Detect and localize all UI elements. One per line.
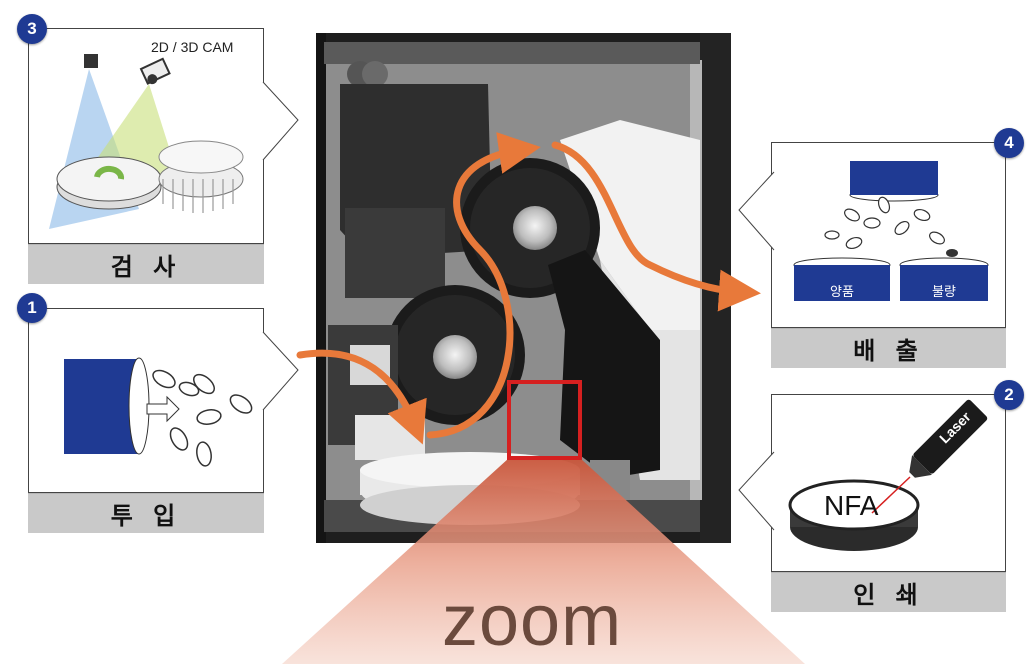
output-chute-icon <box>850 161 938 195</box>
badge-3: 3 <box>17 14 47 44</box>
machine-housing <box>316 33 731 543</box>
input-panel <box>28 308 264 493</box>
badge-1: 1 <box>17 293 47 323</box>
input-caption: 투 입 <box>28 493 264 533</box>
output-caption: 배 출 <box>771 328 1006 368</box>
zoom-box <box>507 380 582 460</box>
inspection-pointer <box>262 81 299 161</box>
camera-2d-icon <box>84 54 98 68</box>
good-label: 양품 <box>830 285 854 300</box>
output-pointer <box>738 171 775 251</box>
inspection-panel: 2D / 3D CAM <box>28 28 264 244</box>
output-panel: 양품 불량 <box>771 142 1006 328</box>
badge-2: 2 <box>994 380 1024 410</box>
print-illustration <box>788 399 988 551</box>
bad-label: 불량 <box>932 285 956 300</box>
flow-arrows <box>296 132 761 445</box>
zoom-beam <box>282 458 805 664</box>
inspection-caption: 검 사 <box>28 244 264 284</box>
laser-pen-icon <box>909 399 988 478</box>
input-illustration <box>64 357 253 467</box>
good-bin-icon <box>794 265 890 301</box>
print-panel: NFA Laser <box>771 394 1006 572</box>
input-pointer <box>262 331 299 411</box>
print-pointer <box>738 451 775 531</box>
output-illustration <box>793 161 989 301</box>
hopper-icon <box>64 359 139 454</box>
cam-label: 2D / 3D CAM <box>151 39 234 55</box>
bad-bin-icon <box>900 265 988 301</box>
zoom-label: zoom <box>442 581 623 661</box>
inspection-illustration <box>49 54 244 229</box>
print-caption: 인 쇄 <box>771 572 1006 612</box>
badge-4: 4 <box>994 128 1024 158</box>
camera-3d-icon <box>139 57 171 85</box>
nfa-label: NFA <box>824 490 879 521</box>
